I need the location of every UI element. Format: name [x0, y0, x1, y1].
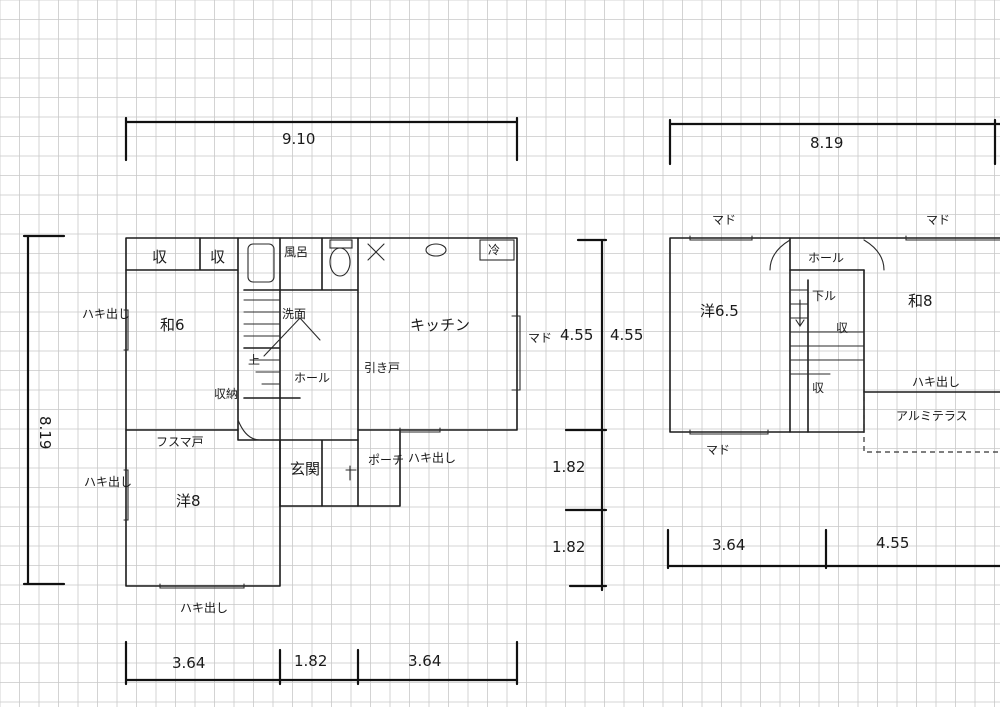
floor2-dim-top: 8.19: [810, 134, 843, 152]
fridge-box: [479, 239, 515, 261]
floor2-hall-swing: [769, 239, 885, 271]
floor2-windows: [689, 235, 1000, 435]
floor1-dim-line-top: [124, 116, 519, 162]
floor2-stairs: [789, 289, 865, 375]
floor1-entrance-label: 玄関: [290, 460, 320, 478]
floor2-dim-mid-1: 4.55: [560, 326, 593, 344]
floor1-sliding-porch-label: ハキ出し: [408, 451, 456, 465]
floor1-sliding-bottom-label: ハキ出し: [180, 601, 228, 615]
floor1-understair-storage-label: 収納: [214, 387, 238, 401]
floor1-plan: 9.10 8.19 3.64 1.82 3.64 1.82 1.82: [22, 116, 608, 686]
floor1-dim-line-right: [564, 238, 608, 592]
floor2-storage2-label: 収: [812, 381, 824, 395]
floor1-washitsu-label: 和6: [160, 316, 185, 334]
toilet-tank-icon: [329, 239, 353, 249]
floor1-hikido-label: 引き戸: [364, 361, 400, 375]
floor2-terrace-outline: [863, 392, 1000, 453]
floor1-porch-wall: [357, 429, 401, 507]
floor2-washitsu-label: 和8: [908, 292, 933, 310]
floor1-stairs: [243, 299, 281, 385]
floor1-dim-line-bottom: [124, 640, 519, 686]
floor1-dim-top: 9.10: [282, 130, 315, 148]
floor1-dim-bottom-2: 1.82: [294, 652, 327, 670]
floor1-stairs-turn: [263, 317, 321, 357]
floor2-room-east: [863, 237, 1000, 393]
floor1-kitchen-label: キッチン: [410, 316, 470, 334]
floor2-plan: 8.19 3.64 4.55 4.55 4.55 洋6.5 ホール 下ル 和8 …: [560, 118, 1000, 570]
floor2-room-west: [669, 237, 791, 433]
floor1-dim-line-left: [22, 234, 66, 586]
floor1-washroom-label: 洗面: [282, 307, 306, 321]
floor2-sliding-label: ハキ出し: [912, 375, 960, 389]
floor1-openings: [123, 309, 521, 589]
floor1-dim-right-2: 1.82: [552, 538, 585, 556]
floor2-down-label: 下ル: [812, 289, 836, 303]
porch-door-mark: [345, 465, 357, 481]
floor1-up-label: 上: [248, 353, 260, 367]
floor1-door-swing: [237, 419, 261, 441]
floor1-sliding-left1-label: ハキ出し: [82, 307, 130, 321]
stove-icon: [367, 243, 385, 261]
floor2-stairs-arrow: [795, 299, 805, 327]
floor2-hall-walls: [789, 237, 865, 433]
floor2-terrace-label: アルミテラス: [896, 409, 968, 423]
floor1-storage2-label: 収: [210, 248, 225, 266]
floor1-yoshitsu-label: 洋8: [176, 492, 201, 510]
floor1-walls-lower: [125, 429, 281, 587]
sink-icon: [425, 243, 447, 257]
floor1-storage1-label: 収: [152, 248, 167, 266]
floor2-yoshitsu-label: 洋6.5: [700, 302, 739, 320]
floor2-window-top-right-label: マド: [926, 213, 950, 227]
floor1-dim-right-1: 1.82: [552, 458, 585, 476]
floor1-bath-label: 風呂: [284, 245, 308, 259]
floor1-fridge-label: 冷: [488, 243, 500, 257]
floor1-dim-left: 8.19: [36, 416, 54, 449]
toilet-icon: [329, 247, 351, 277]
floor2-partitions: [789, 269, 865, 433]
floor2-dim-line-bottom: [666, 528, 1000, 570]
floor1-sliding-left2-label: ハキ出し: [84, 475, 132, 489]
floor2-dim-line-top: [668, 118, 1000, 166]
floor2-dim-mid-2: 4.55: [610, 326, 643, 344]
floor1-dim-bottom-1: 3.64: [172, 654, 205, 672]
floor1-hall-label: ホール: [294, 371, 330, 385]
floor1-dim-bottom-3: 3.64: [408, 652, 441, 670]
floor2-storage1-label: 収: [836, 321, 848, 335]
bathtub-icon: [247, 243, 275, 283]
floor2-hall-label: ホール: [808, 251, 844, 265]
floor1-window-right-label: マド: [528, 331, 552, 345]
floor2-dim-bottom-1: 3.64: [712, 536, 745, 554]
floor1-fusuma-label: フスマ戸: [156, 435, 204, 449]
floor2-window-top-left-label: マド: [712, 213, 736, 227]
floor1-porch-label: ポーチ: [368, 453, 404, 467]
floor2-dim-bottom-2: 4.55: [876, 534, 909, 552]
floor2-window-bottom-label: マド: [706, 443, 730, 457]
